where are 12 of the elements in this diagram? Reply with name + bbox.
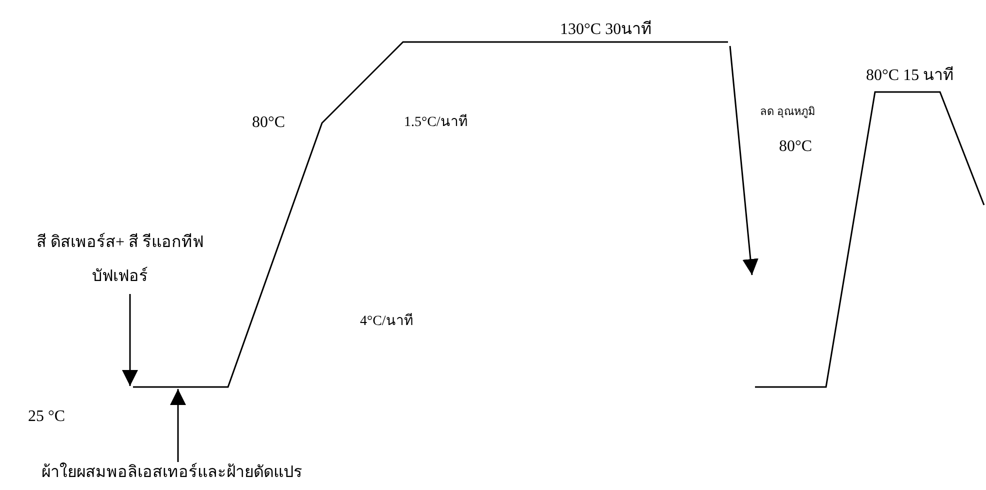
temperature-label: 80°C 15 นาที bbox=[866, 66, 954, 86]
temperature-label: 80°C bbox=[779, 137, 812, 157]
fabric-note: ผ้าใยผสมพอลิเอสเทอร์และฝ้ายดัดแปร bbox=[2, 462, 342, 484]
temperature-label: 130°C 30นาที bbox=[560, 20, 652, 40]
rate-label: 4°C/นาที bbox=[360, 312, 413, 331]
cooling-note: ลด อุณหภูมิ bbox=[760, 105, 815, 120]
additive-note: สี ดิสเพอร์ส+ สี รีแอกทีฟ บัฟเฟอร์ bbox=[20, 226, 220, 294]
leader-arrow bbox=[170, 389, 186, 462]
leader-arrow bbox=[122, 294, 138, 386]
temperature-label: 25 °C bbox=[28, 407, 66, 427]
rate-label: 1.5°C/นาที bbox=[404, 113, 468, 132]
temperature-label: 80°C bbox=[252, 113, 286, 133]
